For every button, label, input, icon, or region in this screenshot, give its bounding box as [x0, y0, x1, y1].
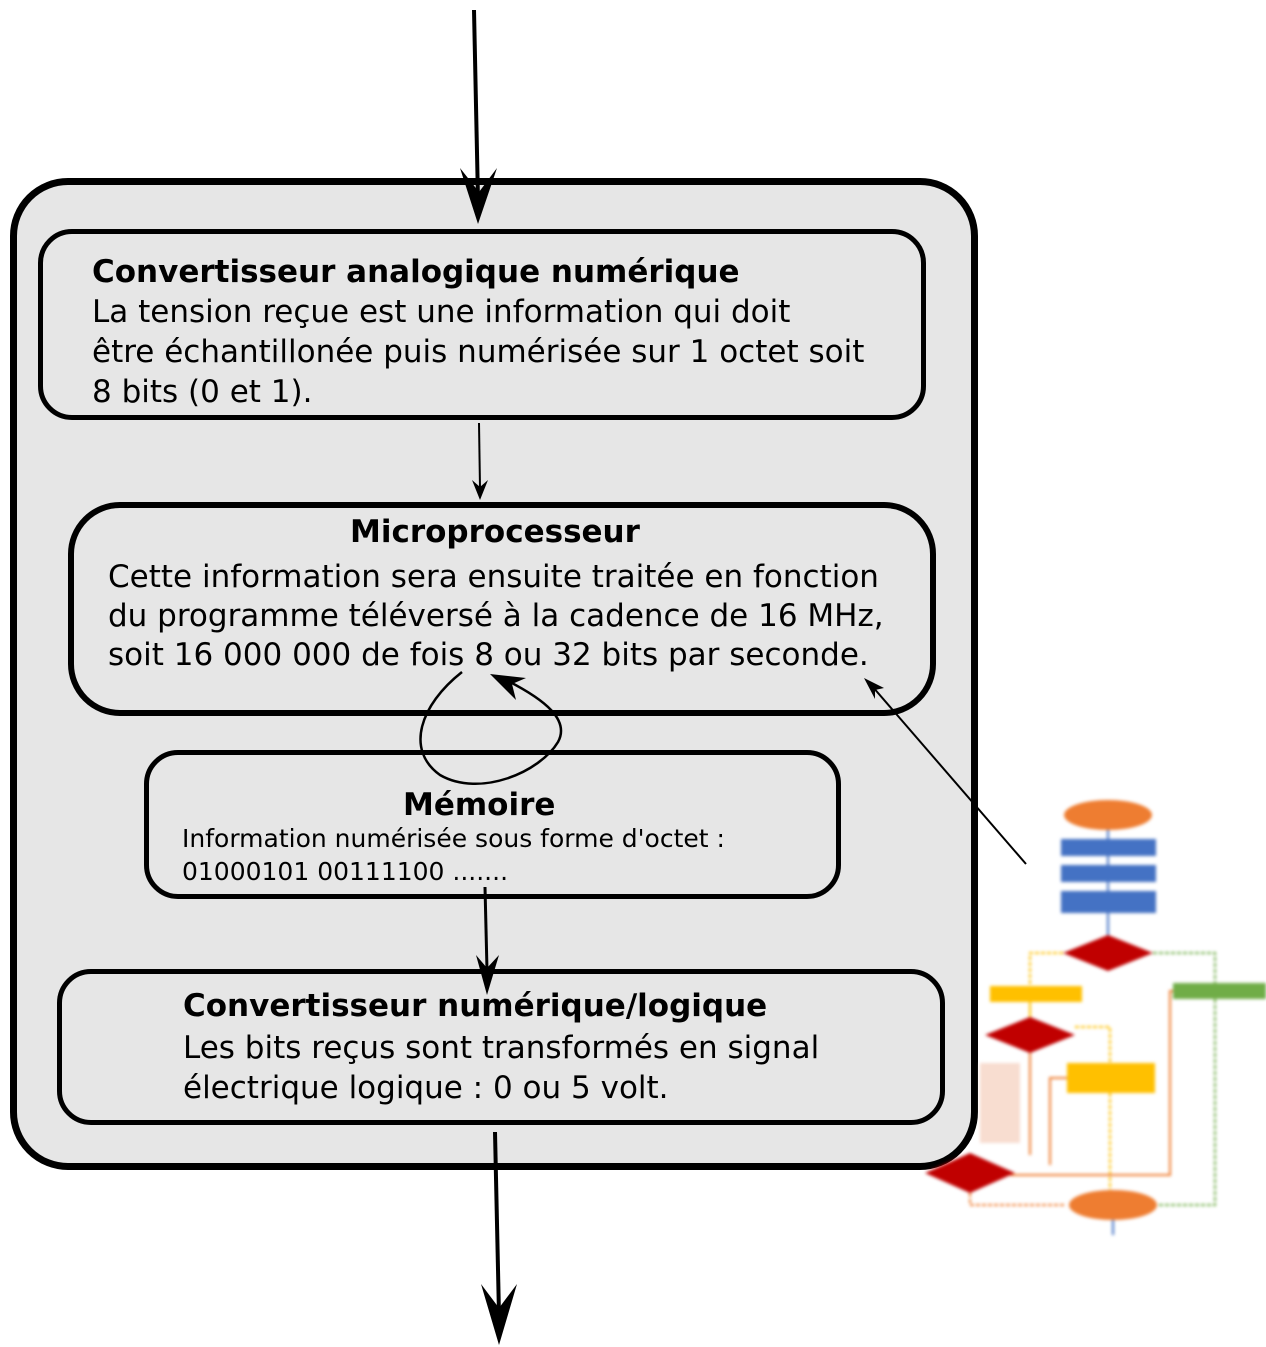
adc-to-cpu-arrow [472, 422, 488, 500]
memory-cpu-loop-arrow [419, 671, 563, 785]
cpu-block: Microprocesseur Cette information sera e… [68, 502, 936, 716]
adc-title: Convertisseur analogique numérique [92, 254, 740, 290]
cpu-text: Cette information sera ensuite traitée e… [108, 559, 884, 673]
dac-text: Les bits reçus sont transformés en signa… [183, 1030, 820, 1106]
dac-title: Convertisseur numérique/logique [183, 988, 768, 1024]
dac-block: Convertisseur numérique/logique Les bits… [57, 969, 945, 1125]
adc-block: Convertisseur analogique numérique La te… [38, 229, 926, 420]
memory-title: Mémoire [403, 787, 556, 823]
memory-text: Information numérisée sous forme d'octet… [182, 824, 725, 886]
flowchart-thumbnail [925, 800, 1266, 1235]
cpu-title: Microprocesseur [350, 514, 640, 550]
memory-block: Mémoire Information numérisée sous forme… [144, 750, 841, 899]
adc-text: La tension reçue est une information qui… [92, 294, 865, 410]
memory-to-dac-arrow [476, 886, 499, 995]
flowchart-to-cpu-arrow [864, 678, 1027, 865]
input-arrow [460, 9, 497, 224]
output-arrow [481, 1131, 517, 1345]
